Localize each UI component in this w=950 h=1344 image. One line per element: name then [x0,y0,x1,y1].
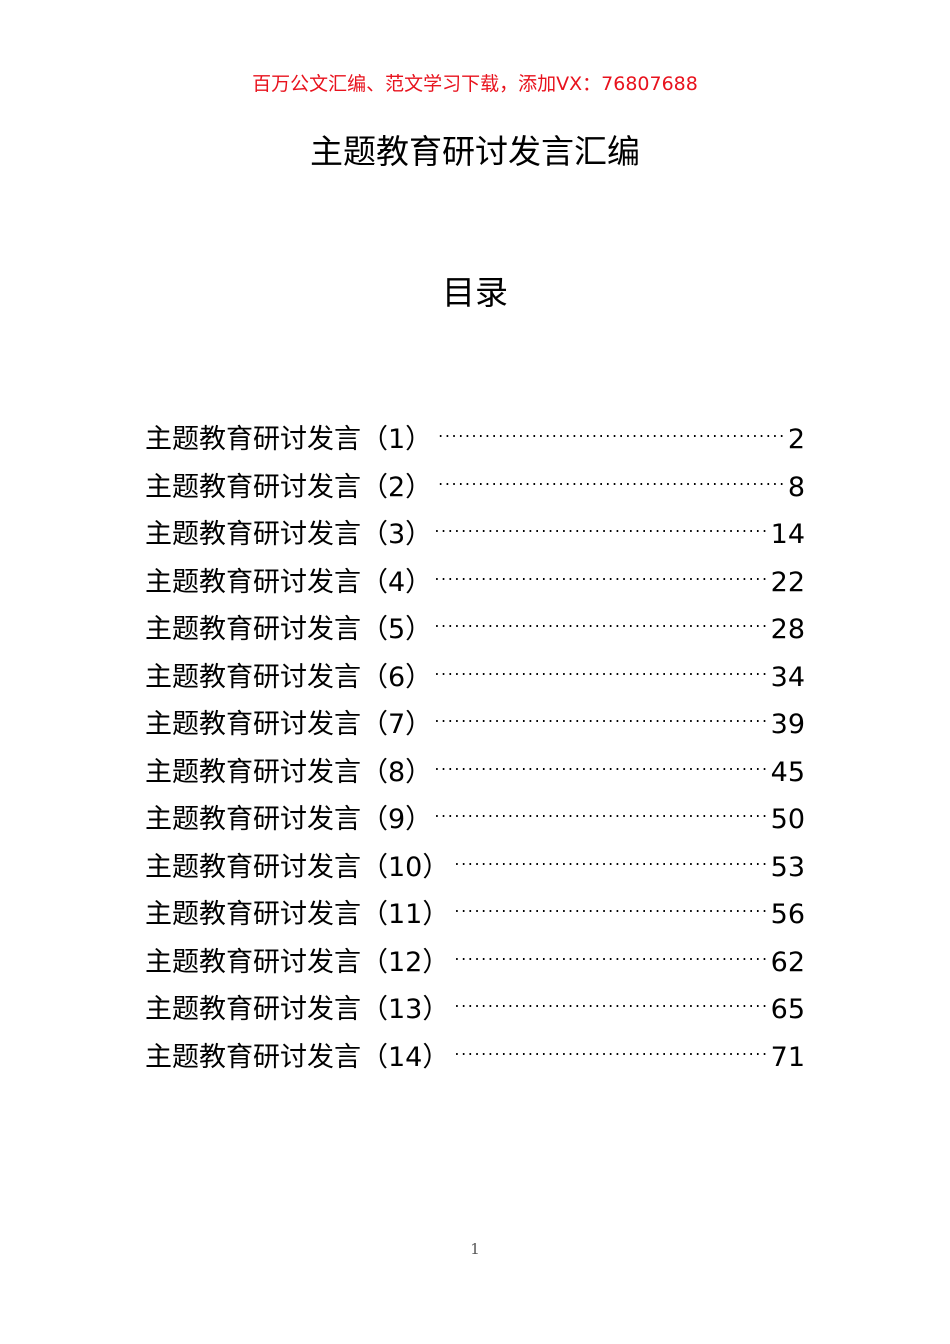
toc-entry-2[interactable]: 主题教育研讨发言（2） 8 [145,452,805,503]
toc-entry-page: 65 [770,994,805,1025]
dot-leader [453,927,768,971]
toc-entry-label: 主题教育研讨发言（5） [145,614,433,645]
toc-entry-page: 28 [770,614,805,645]
toc-entry-label: 主题教育研讨发言（8） [145,756,433,788]
dot-leader [453,1022,768,1066]
toc-entry-label: 主题教育研讨发言（10） [145,851,450,883]
toc-entry-11[interactable]: 主题教育研讨发言（11） 56 [145,879,805,930]
toc-entry-page: 34 [770,661,805,693]
toc-entry-label: 主题教育研讨发言（9） [145,804,433,835]
toc-entry-12[interactable]: 主题教育研讨发言（12） 62 [145,927,805,978]
toc-entry-page: 22 [770,566,805,598]
toc-entry-label: 主题教育研讨发言（4） [145,566,433,598]
toc-entry-8[interactable]: 主题教育研讨发言（8） 45 [145,737,805,788]
toc-entry-label: 主题教育研讨发言（12） [145,946,450,978]
page-number: 1 [470,1240,480,1258]
toc-entry-5[interactable]: 主题教育研讨发言（5） 28 [145,594,805,645]
dot-leader [436,452,786,496]
toc-entry-page: 62 [770,946,805,978]
toc-entry-page: 71 [770,1041,805,1073]
dot-leader [436,784,768,828]
toc-entry-label: 主题教育研讨发言（13） [145,994,450,1025]
dot-leader [436,689,768,733]
toc-entry-label: 主题教育研讨发言（11） [145,899,450,930]
toc-entry-4[interactable]: 主题教育研讨发言（4） 22 [145,547,805,598]
toc-entry-label: 主题教育研讨发言（1） [145,424,433,455]
toc-entry-page: 50 [770,804,805,835]
toc-entry-page: 8 [787,471,805,503]
toc-entry-page: 39 [770,709,805,740]
toc-heading: 目录 [442,273,508,312]
toc-entry-9[interactable]: 主题教育研讨发言（9） 50 [145,784,805,835]
toc-entry-page: 45 [770,756,805,788]
toc-entry-13[interactable]: 主题教育研讨发言（13） 65 [145,974,805,1025]
toc-entry-page: 2 [787,424,805,455]
toc-entry-label: 主题教育研讨发言（14） [145,1041,450,1073]
dot-leader [436,404,786,448]
toc-entry-label: 主题教育研讨发言（2） [145,471,433,503]
toc-entry-1[interactable]: 主题教育研讨发言（1） 2 [145,404,805,455]
dot-leader [436,499,768,543]
toc-entry-6[interactable]: 主题教育研讨发言（6） 34 [145,642,805,693]
toc-entry-page: 56 [770,899,805,930]
dot-leader [436,737,768,781]
toc-entry-page: 14 [770,519,805,550]
toc-entry-label: 主题教育研讨发言（6） [145,661,433,693]
toc-entry-10[interactable]: 主题教育研讨发言（10） 53 [145,832,805,883]
toc-entry-label: 主题教育研讨发言（3） [145,519,433,550]
dot-leader [436,594,768,638]
table-of-contents: 主题教育研讨发言（1） 2 主题教育研讨发言（2） 8 主题教育研讨发言（3） … [145,404,805,1073]
toc-entry-3[interactable]: 主题教育研讨发言（3） 14 [145,499,805,550]
dot-leader [453,832,768,876]
dot-leader [436,547,768,591]
document-title: 主题教育研讨发言汇编 [310,132,640,171]
promo-banner-text: 百万公文汇编、范文学习下载，添加VX：76807688 [252,73,698,95]
toc-entry-7[interactable]: 主题教育研讨发言（7） 39 [145,689,805,740]
toc-entry-14[interactable]: 主题教育研讨发言（14） 71 [145,1022,805,1073]
toc-entry-page: 53 [770,851,805,883]
dot-leader [453,879,768,923]
toc-entry-label: 主题教育研讨发言（7） [145,709,433,740]
dot-leader [453,974,768,1018]
dot-leader [436,642,768,686]
